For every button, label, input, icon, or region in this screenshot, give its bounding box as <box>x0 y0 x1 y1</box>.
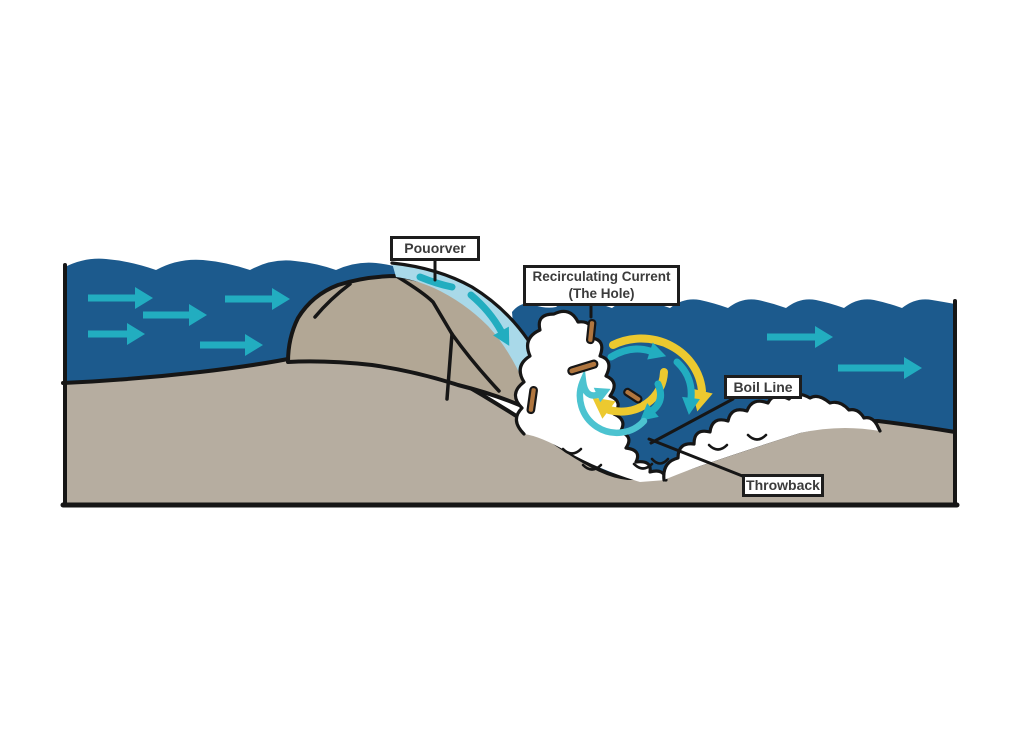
recirculation-teal-arrow-right <box>673 358 700 415</box>
throwback-label-pointer <box>647 437 747 479</box>
throwback-label: Throwback <box>742 474 824 497</box>
debris-stick <box>585 318 597 345</box>
boil-line-label-text: Boil Line <box>733 378 793 395</box>
boulder-facet-line <box>313 282 352 319</box>
chute-flow-arrow-icon <box>467 291 510 346</box>
boil-line-label: Boil Line <box>724 375 802 399</box>
foam-detail-mark <box>707 443 729 451</box>
foam-detail-mark <box>746 433 768 441</box>
foam-detail-mark <box>561 447 583 455</box>
foam-detail-mark <box>650 457 670 465</box>
right-arrow-icon <box>225 288 290 310</box>
foam-boil-line-edge <box>662 392 882 482</box>
recirculation-spiral-arrow <box>576 368 648 437</box>
pourover-label: Pouorver <box>390 236 480 261</box>
foam-base-pile-edge <box>513 309 668 482</box>
chute-flow-dash <box>416 273 456 291</box>
debris-stick <box>526 385 538 415</box>
recirculation-teal-arrow-center <box>639 380 665 421</box>
debris-stick <box>567 359 599 376</box>
riverbed <box>63 353 955 504</box>
recirculation-teal-arrow-top <box>607 342 667 361</box>
foam-detail-mark <box>581 463 603 471</box>
right-arrow-icon <box>767 326 833 348</box>
foam-boil-line <box>663 394 880 480</box>
throwback-label-text: Throwback <box>746 477 820 494</box>
recirculating-label-line1: Recirculating Current <box>532 269 671 285</box>
riverbed-upstream-edge <box>61 355 300 385</box>
downstream-flow-arrows <box>767 326 922 379</box>
boil-line-label-pointer <box>649 397 735 445</box>
debris-stick <box>623 387 643 404</box>
right-arrow-icon <box>88 323 145 345</box>
foam-detail-mark <box>632 462 654 470</box>
right-arrow-icon <box>200 334 263 356</box>
right-arrow-icon <box>143 304 207 326</box>
recirculation-yellow-arrow-return <box>592 368 668 419</box>
upstream-flow-arrows <box>88 287 290 356</box>
boulder-facet-line <box>445 332 454 401</box>
recirculation-yellow-arrow-outer <box>609 334 713 412</box>
boulder-facet-line <box>450 332 501 393</box>
right-arrow-icon <box>838 357 922 379</box>
recirculating-current-label: Recirculating Current (The Hole) <box>523 265 680 306</box>
upstream-water <box>65 258 398 384</box>
right-arrow-icon <box>88 287 153 309</box>
recirculating-label-line2: (The Hole) <box>568 285 635 301</box>
pourover-label-text: Pouorver <box>404 240 466 257</box>
boulder-facet-line <box>396 275 454 336</box>
